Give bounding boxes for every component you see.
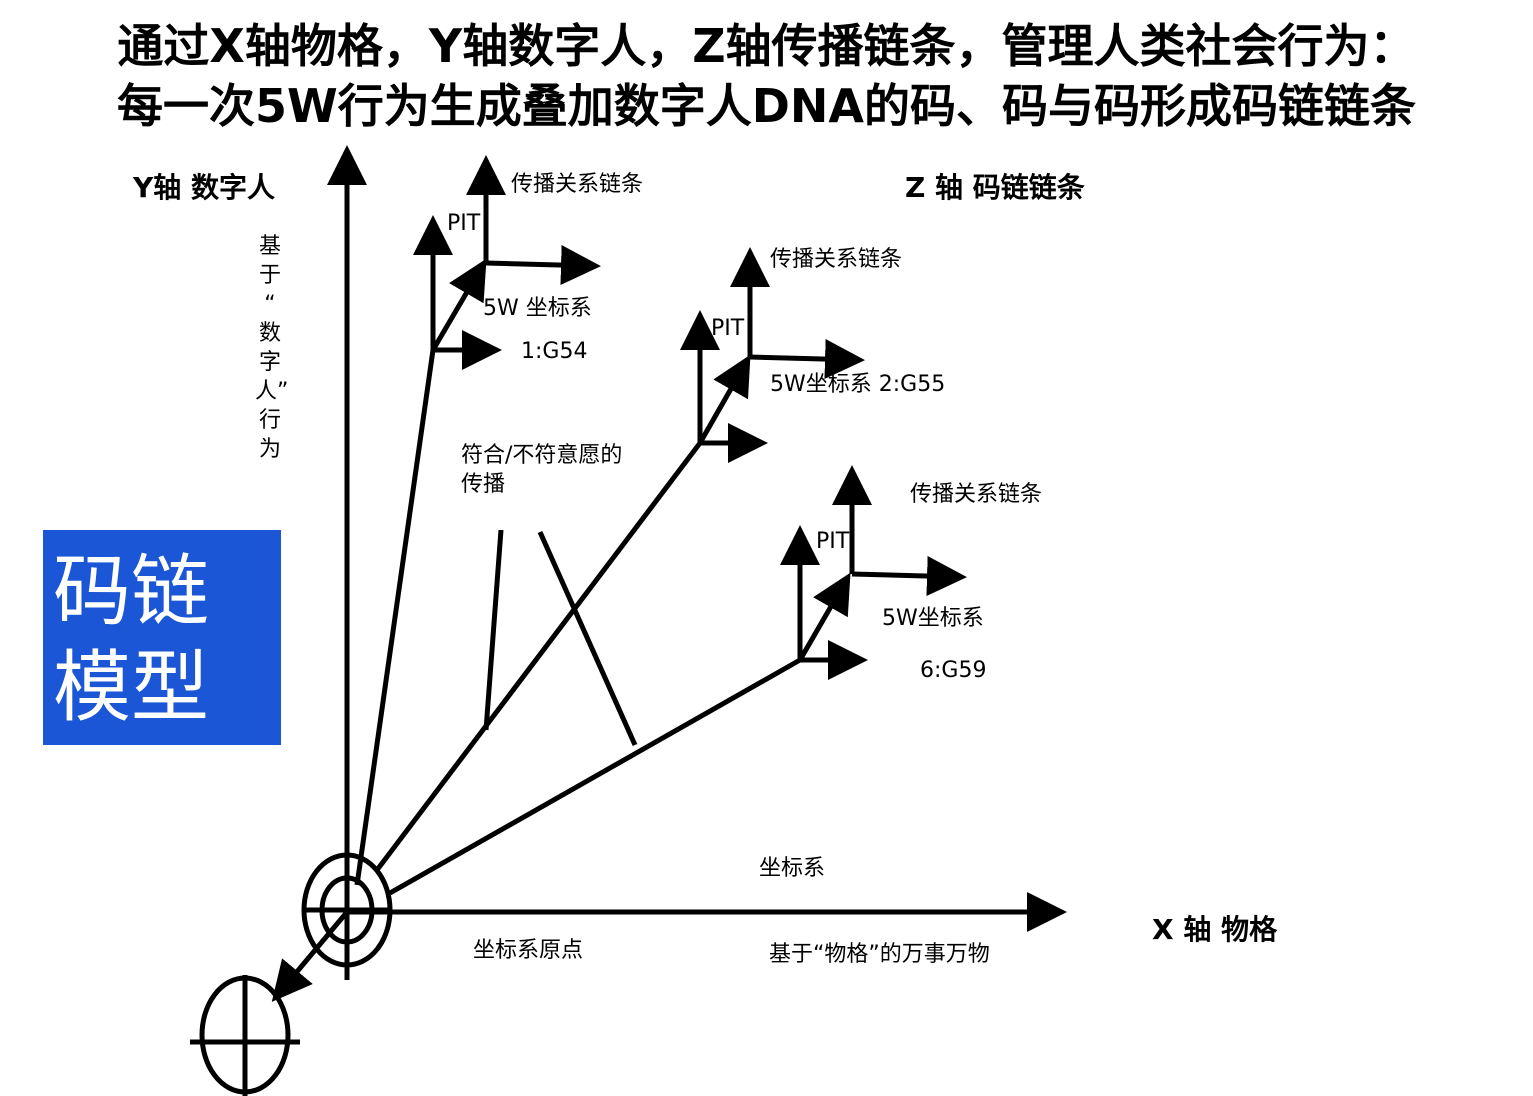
propagation-mark-2 <box>537 530 638 747</box>
propagation-note: 符合/不符意愿的 传播 <box>461 443 623 497</box>
x-axis-title: X 轴 物格 <box>1152 913 1278 946</box>
z-axis <box>271 910 349 1002</box>
node-3-code-label: 6:G59 <box>920 658 987 683</box>
node-1-system-label: 5W 坐标系 <box>483 296 592 321</box>
node-3-chain-label: 传播关系链条 <box>910 482 1043 507</box>
node-2-pit-label: PIT <box>711 316 745 341</box>
y-axis-description: 基 于 “ 数 字 人” 行 为 <box>255 234 289 462</box>
y-axis-title: Y轴 数字人 <box>133 171 276 204</box>
node-1-pit-label: PIT <box>447 211 481 236</box>
title-line-2: 每一次5W行为生成叠加数字人DNA的码、码与码形成码链链条 <box>116 79 1417 133</box>
propagation-mark-1 <box>483 529 504 731</box>
node-2-system-label: 5W坐标系 2:G55 <box>770 372 946 397</box>
node-3-system-label: 5W坐标系 <box>882 606 984 631</box>
x-axis-description: 基于“物格”的万事万物 <box>769 942 990 967</box>
code-chain-model-badge: 码链 模型 <box>43 530 281 745</box>
origin-label: 坐标系原点 <box>473 938 584 963</box>
node-1-chain-label: 传播关系链条 <box>511 172 644 197</box>
node-2-chain-label: 传播关系链条 <box>770 247 903 272</box>
node-3-pit-label: PIT <box>816 529 850 554</box>
title-line-1: 通过X轴物格，Y轴数字人，Z轴传播链条，管理人类社会行为： <box>117 19 1416 73</box>
branch-3 <box>388 657 802 896</box>
z-axis-title: Z 轴 码链链条 <box>905 171 1085 204</box>
branch-1 <box>354 349 436 886</box>
coordinate-system-label: 坐标系 <box>759 856 826 881</box>
branch-2 <box>375 441 702 872</box>
node-1-code-label: 1:G54 <box>521 339 588 364</box>
